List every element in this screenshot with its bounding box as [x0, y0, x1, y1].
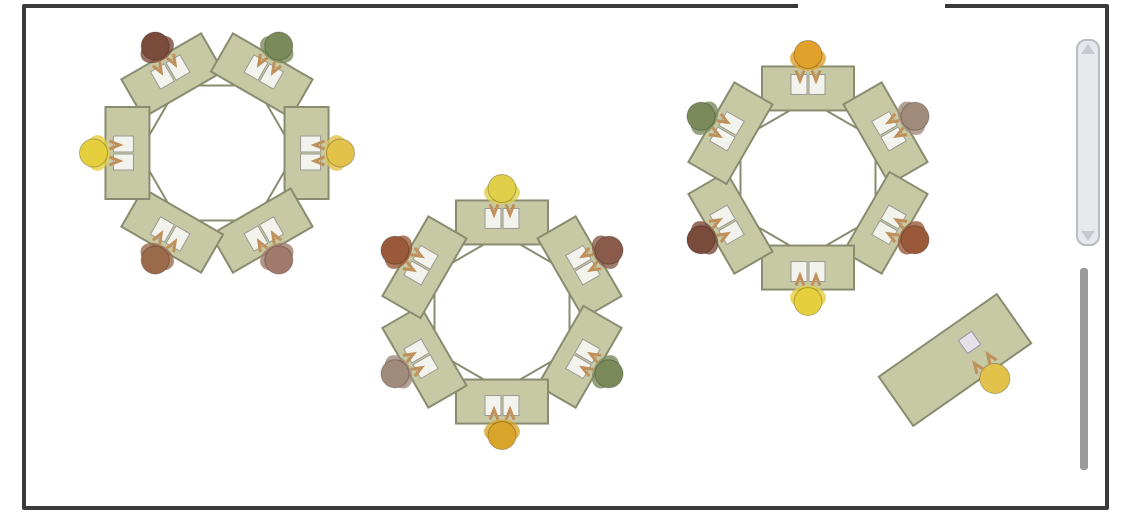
- student-head: [380, 359, 410, 389]
- student-head: [487, 173, 517, 203]
- student-head: [686, 101, 716, 131]
- student-desk: [686, 81, 774, 186]
- student-desk: [120, 187, 225, 275]
- student-head: [793, 287, 823, 317]
- student-2: [256, 31, 294, 77]
- student-head: [140, 245, 170, 275]
- student-arms: [708, 112, 732, 139]
- student-6: [380, 235, 426, 273]
- student-6: [686, 101, 732, 139]
- door-icon: [800, 0, 942, 14]
- student-head: [900, 101, 930, 131]
- student-arms: [402, 246, 426, 273]
- student-arms: [310, 139, 326, 167]
- student-5: [686, 217, 732, 255]
- student-4: [790, 271, 826, 317]
- student-4: [256, 229, 294, 275]
- hexagon-table-group: [78, 31, 356, 275]
- student-desk: [283, 106, 356, 200]
- student-desk: [842, 81, 930, 186]
- desk-item: [957, 330, 982, 355]
- student-head: [380, 235, 410, 265]
- student-arms: [578, 351, 602, 378]
- desk-top: [283, 106, 330, 200]
- student-2: [578, 235, 624, 273]
- student-3: [884, 217, 930, 255]
- student-arms: [488, 203, 516, 219]
- student-arms: [256, 53, 283, 77]
- student-arms: [108, 139, 124, 167]
- student-arms: [578, 246, 602, 273]
- student-head: [594, 359, 624, 389]
- desk-top: [455, 378, 549, 425]
- student-5: [140, 229, 178, 275]
- student-desk: [536, 215, 624, 320]
- student-desk: [842, 170, 930, 275]
- wall-board-strip: [1080, 268, 1088, 470]
- student-arms: [708, 217, 732, 244]
- student-desk: [536, 304, 624, 409]
- student-arms: [488, 405, 516, 421]
- teacher-head: [979, 363, 1011, 395]
- whiteboard-icon: [1076, 39, 1100, 246]
- student-desk: [761, 39, 855, 112]
- student-head: [487, 421, 517, 451]
- student-1: [140, 31, 178, 77]
- student-head: [326, 138, 356, 168]
- student-head: [793, 39, 823, 69]
- teacher-desk: [877, 292, 1033, 428]
- student-desk: [761, 244, 855, 317]
- student-desk: [686, 170, 774, 275]
- student-arms: [402, 351, 426, 378]
- room-walls: [22, 0, 1109, 510]
- student-1: [484, 173, 520, 219]
- student-desk: [380, 304, 468, 409]
- wall-outline: [22, 4, 1109, 510]
- student-1: [790, 39, 826, 85]
- student-desk: [455, 173, 549, 246]
- student-2: [884, 101, 930, 139]
- student-head: [900, 225, 930, 255]
- student-desk: [78, 106, 151, 200]
- student-desk: [209, 187, 314, 275]
- student-desk: [209, 31, 314, 119]
- student-desk: [455, 378, 549, 451]
- student-arms: [884, 112, 908, 139]
- student-arms: [884, 217, 908, 244]
- student-head: [78, 138, 108, 168]
- teacher-arms: [972, 350, 998, 375]
- student-6: [78, 135, 124, 171]
- student-4: [484, 405, 520, 451]
- student-head: [686, 225, 716, 255]
- desk-top: [761, 65, 855, 112]
- student-5: [380, 351, 426, 389]
- student-head: [140, 31, 170, 61]
- student-desk: [120, 31, 225, 119]
- desk-top: [761, 244, 855, 291]
- student-arms: [794, 271, 822, 287]
- student-arms: [151, 53, 178, 77]
- student-arms: [256, 229, 283, 253]
- teacher-desk-top: [877, 292, 1033, 428]
- student-head: [264, 245, 294, 275]
- student-arms: [794, 69, 822, 85]
- whiteboard-panel: [1076, 39, 1100, 246]
- hexagon-table-group: [380, 173, 624, 451]
- student-3: [310, 135, 356, 171]
- hexagon-table-group: [686, 39, 930, 317]
- student-arms: [151, 229, 178, 253]
- student-3: [578, 351, 624, 389]
- student-desk: [380, 215, 468, 320]
- student-head: [594, 235, 624, 265]
- desk-top: [455, 199, 549, 246]
- student-head: [264, 31, 294, 61]
- desk-top: [104, 106, 151, 200]
